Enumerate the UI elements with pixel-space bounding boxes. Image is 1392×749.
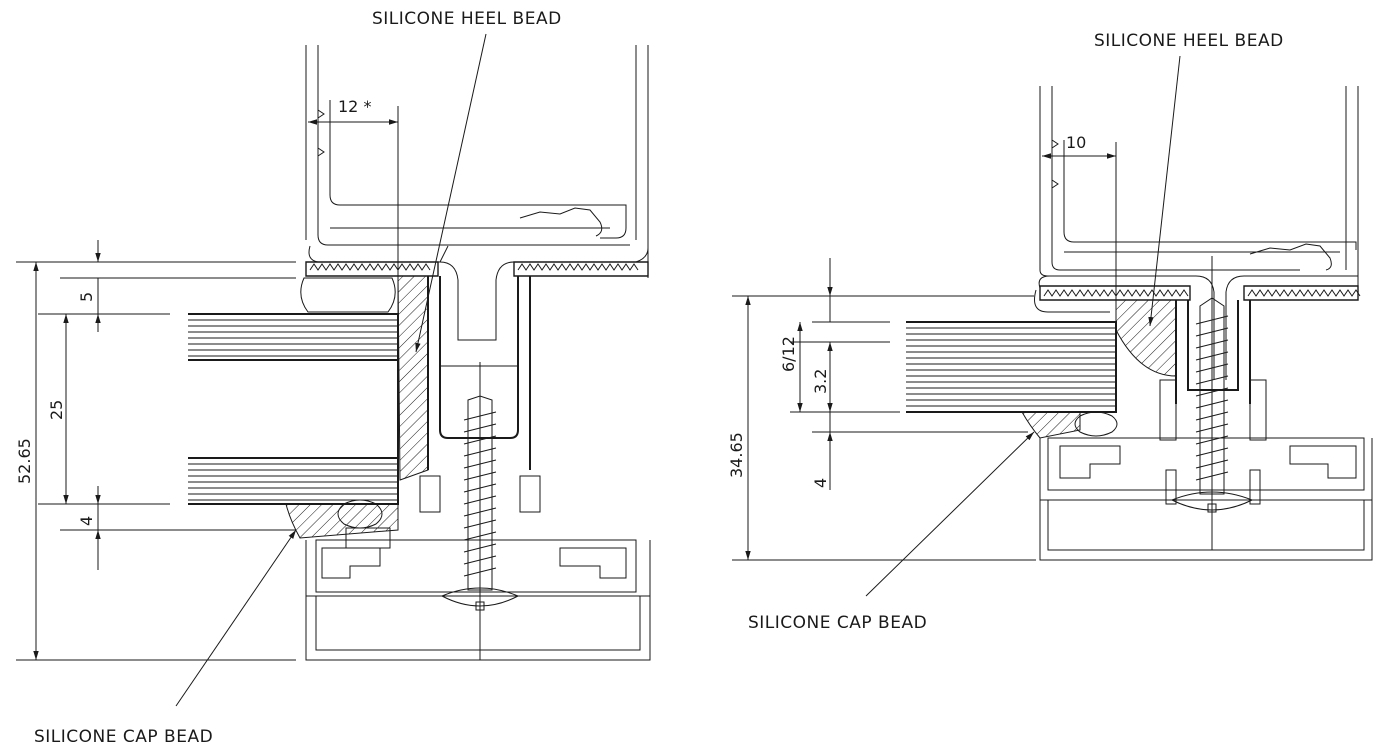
left-mullion-profile	[305, 45, 649, 470]
right-glass-panel	[906, 321, 1117, 413]
right-screw	[1170, 256, 1254, 550]
right-cap-leader	[865, 431, 1035, 597]
right-dim-skin: 3.2	[811, 369, 830, 394]
left-heel-bead	[397, 275, 429, 481]
right-backing-rod	[1034, 289, 1110, 313]
left-heel-leader	[415, 33, 487, 353]
right-dim-panel: 6/12	[779, 336, 798, 372]
right-cap-bead-label: SILICONE CAP BEAD	[748, 613, 927, 633]
right-dim-bite: 10	[1066, 133, 1086, 152]
left-glass-upper	[188, 313, 399, 361]
left-cap-leader	[175, 529, 297, 707]
left-cap-bead-label: SILICONE CAP BEAD	[34, 727, 213, 747]
right-heel-bead	[1115, 299, 1177, 377]
left-dim-bottom: 4	[77, 516, 96, 526]
left-cover-cap	[305, 540, 651, 661]
left-backing-rod	[300, 277, 396, 313]
left-dim-overall: 52.65	[15, 438, 34, 484]
right-heel-leader	[1148, 55, 1181, 327]
right-dim-overall: 34.65	[727, 432, 746, 478]
left-dimensions	[16, 106, 399, 661]
right-detail	[732, 55, 1373, 597]
right-mullion-profile	[1038, 86, 1361, 404]
left-dim-bite: 12 *	[338, 97, 371, 116]
left-dim-top: 5	[77, 292, 96, 302]
left-dim-glass: 25	[47, 400, 66, 420]
left-detail	[16, 33, 651, 707]
left-glass-lower	[188, 457, 399, 505]
right-dimensions	[732, 142, 1117, 561]
right-pressure-plate	[1047, 379, 1365, 505]
right-heel-bead-label: SILICONE HEEL BEAD	[1094, 31, 1284, 51]
left-screw	[440, 362, 520, 660]
left-pressure-plate	[315, 475, 637, 593]
right-dim-bottom: 4	[811, 478, 830, 488]
left-cap-bead	[285, 503, 399, 539]
right-cap-bead	[1021, 411, 1081, 439]
left-heel-bead-label: SILICONE HEEL BEAD	[372, 9, 562, 29]
right-cover-cap	[1039, 438, 1373, 561]
